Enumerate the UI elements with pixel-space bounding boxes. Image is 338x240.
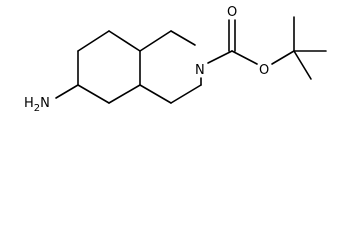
ester-oxygen-label: O (259, 63, 269, 78)
bond-left-ring-top (108, 30, 141, 52)
amine-label: H2N (24, 96, 50, 114)
bond-right-ring-lower-left (139, 84, 172, 104)
bond-nitrogen-to-carbonyl (207, 50, 233, 64)
bond-ester-oxygen-to-tbutyl (271, 50, 295, 65)
left-ring (77, 30, 141, 104)
chemical-structure-diagram: H2N N O O (24, 5, 327, 114)
ring-nitrogen-label: N (195, 63, 205, 78)
boc-group (207, 16, 327, 80)
right-ring (139, 30, 202, 104)
bond-carbonyl-to-ester-oxygen (231, 50, 258, 65)
bond-left-ring-lower-left (77, 84, 110, 104)
bond-left-ring-upper-left (77, 30, 110, 52)
bond-right-ring-top (139, 30, 172, 52)
bond-ring-to-amine (55, 84, 79, 99)
bond-tbutyl-methyl-bottom (293, 50, 312, 80)
bond-left-ring-lower-right (108, 84, 141, 104)
bond-ch2-to-nitrogen (170, 30, 196, 46)
bond-right-ring-lower-right (170, 84, 202, 104)
carbonyl-oxygen-label: O (227, 5, 237, 20)
